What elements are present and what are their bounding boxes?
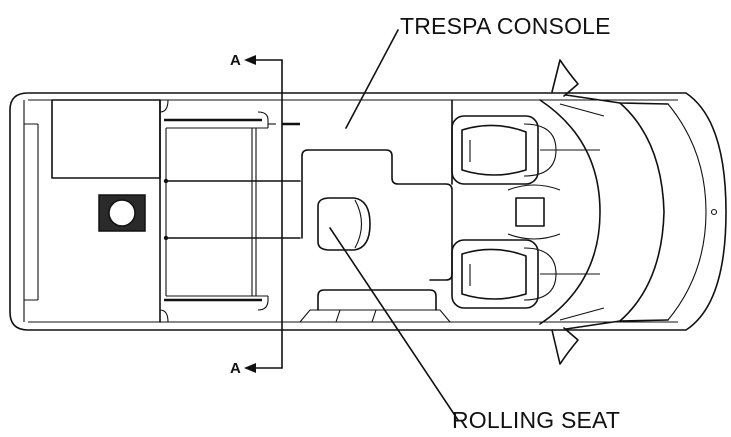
seat-rails: [163, 122, 301, 241]
rolling-seat-label: ROLLING SEAT: [452, 407, 620, 433]
circle-fixture: [98, 194, 146, 232]
console-label: TRESPA CONSOLE: [400, 13, 611, 39]
rolling-seat: [317, 197, 371, 251]
windshield-hood: [565, 94, 718, 330]
center-box: [515, 197, 545, 227]
floor-bracket: [317, 289, 437, 311]
mirror-bottom: [551, 327, 579, 365]
front-seat-upper: [451, 115, 557, 185]
console-leader-line: [345, 29, 399, 129]
section-label-bottom: A: [230, 360, 241, 377]
section-cut-line: [244, 55, 283, 373]
section-label-top: A: [230, 52, 241, 69]
rolling-seat-leader-line: [329, 227, 459, 421]
console-outline: [301, 99, 453, 281]
dashboard: [539, 99, 605, 325]
rear-storage-cabinet: [51, 99, 161, 179]
bench-frame: [159, 99, 269, 323]
floor-edge: [299, 309, 451, 323]
mirror-top: [551, 59, 579, 97]
